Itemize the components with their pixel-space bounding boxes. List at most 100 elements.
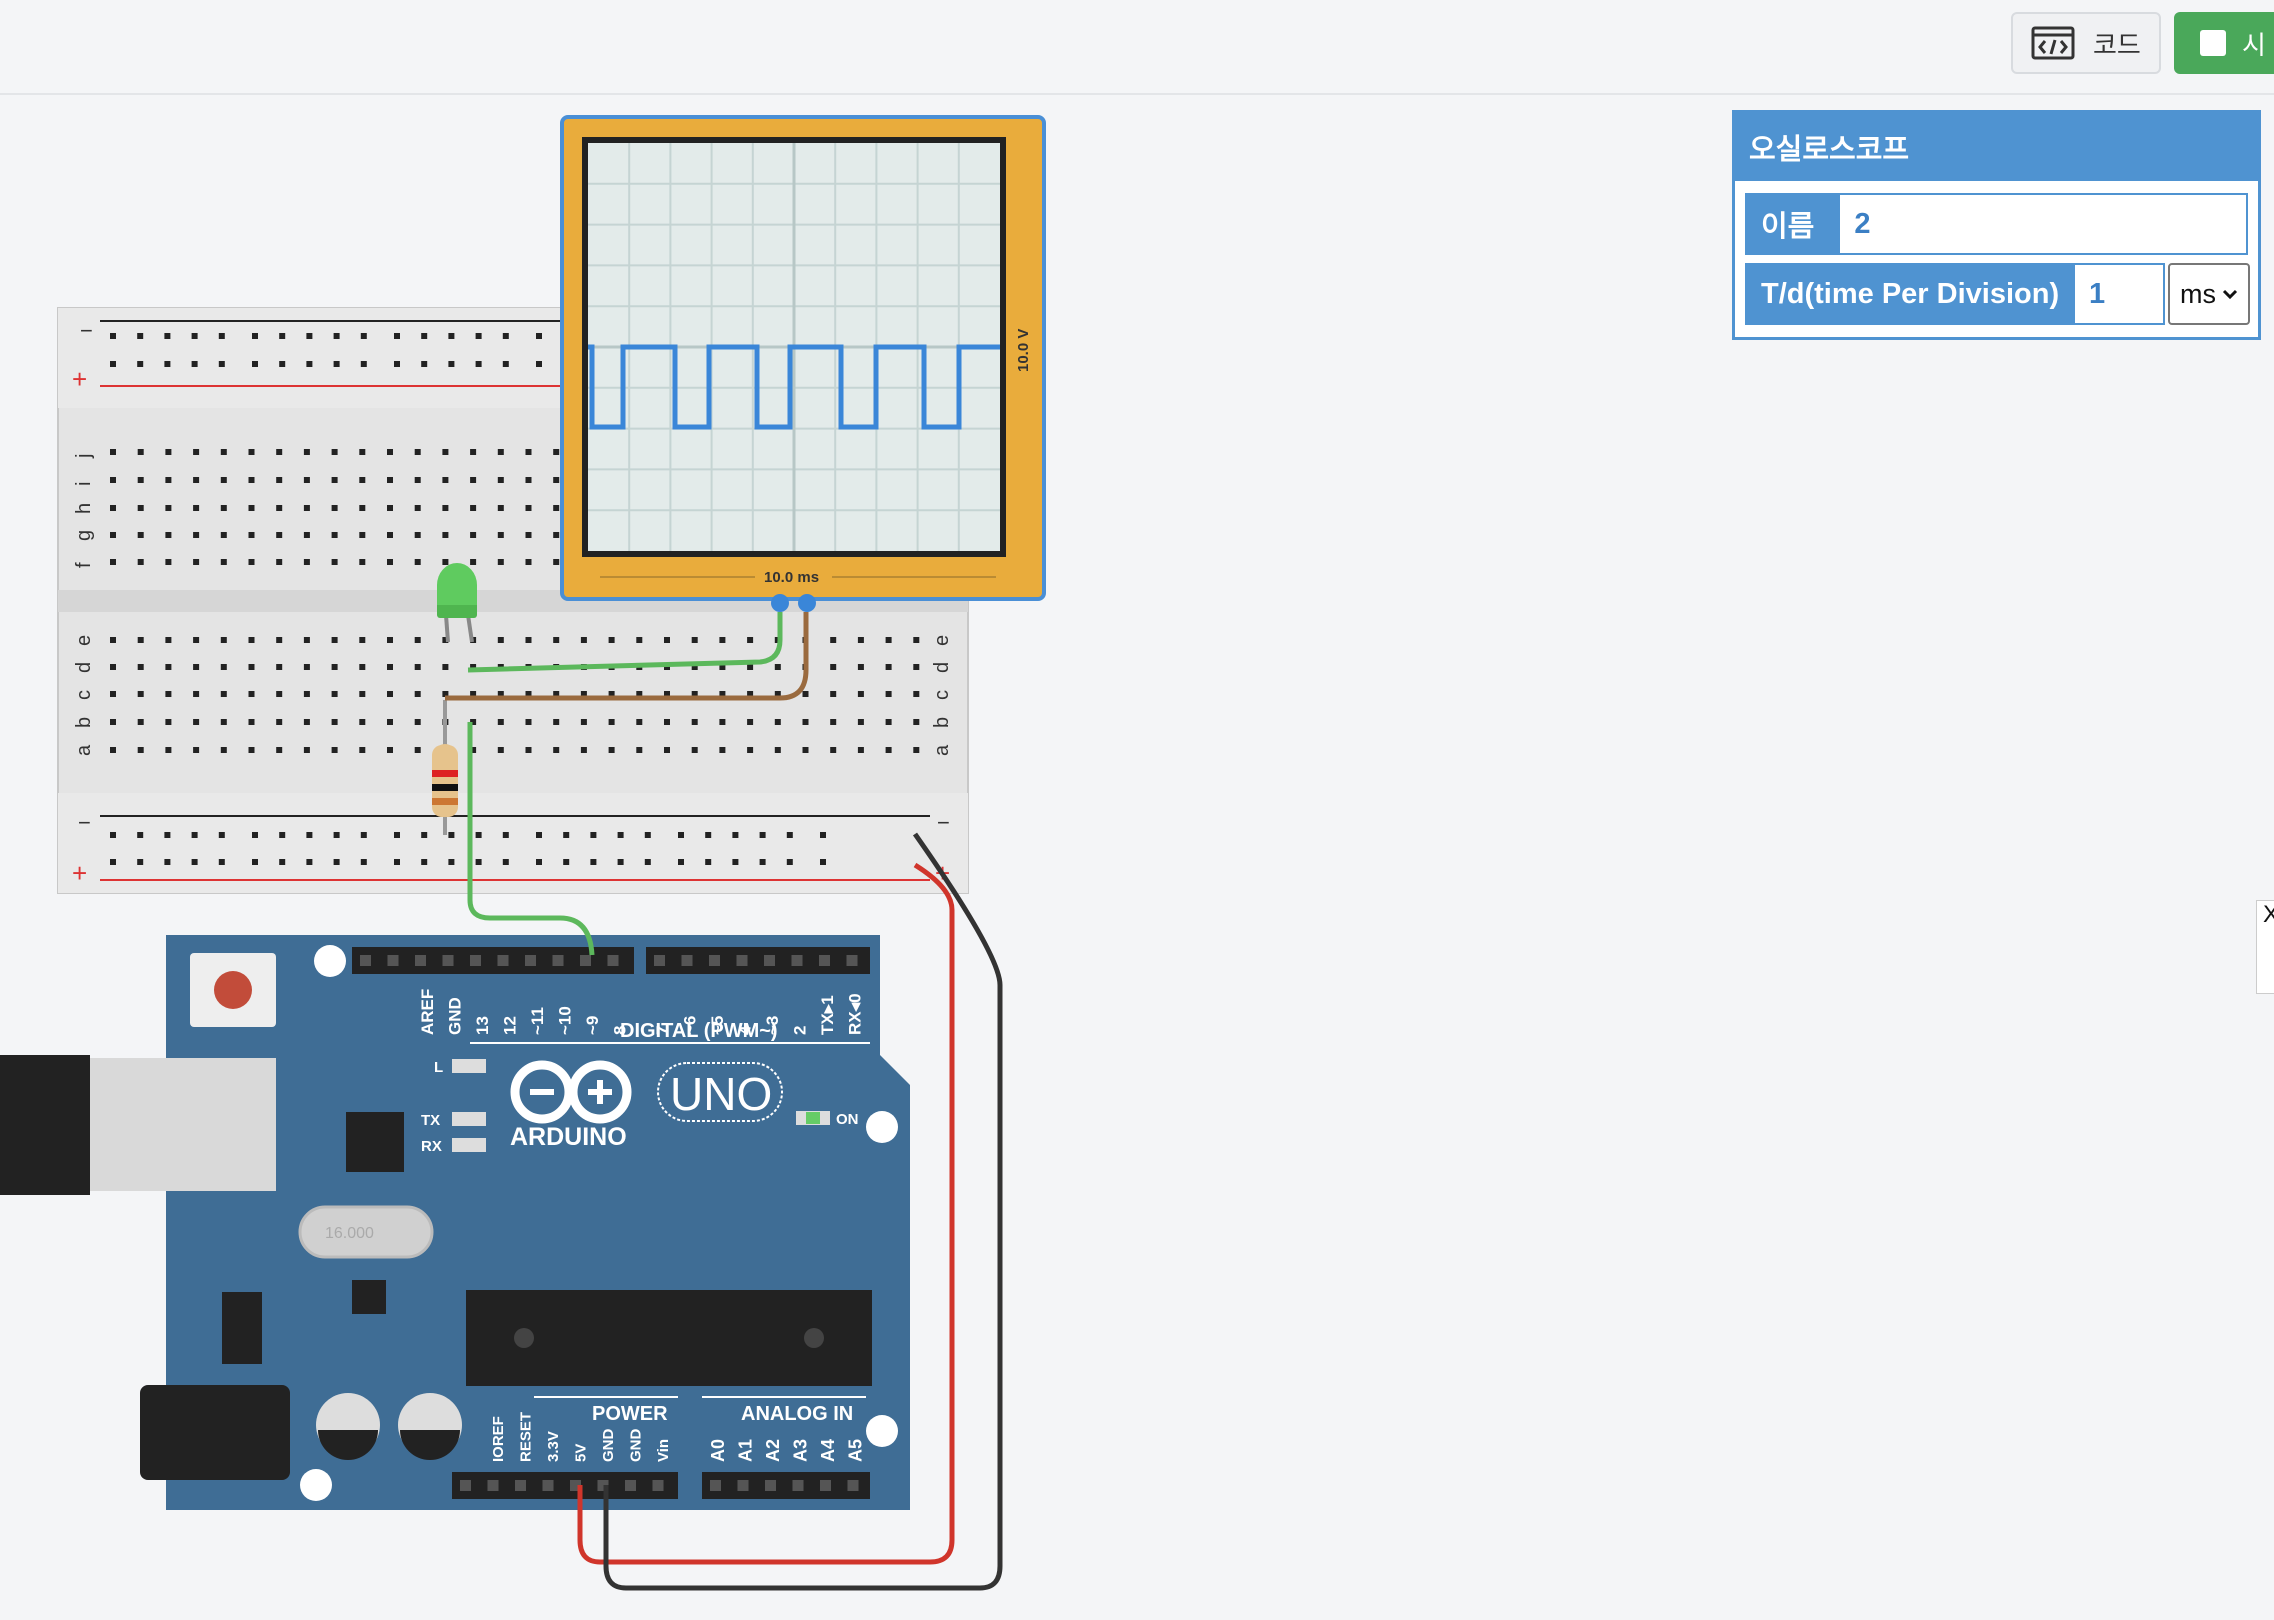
breadboard-hole[interactable] (110, 747, 116, 753)
breadboard-hole[interactable] (331, 747, 338, 753)
breadboard-hole[interactable] (497, 747, 504, 753)
breadboard-hole[interactable] (331, 449, 338, 455)
rail-hole[interactable] (306, 859, 313, 865)
rail-hole[interactable] (536, 832, 542, 838)
breadboard-hole[interactable] (331, 664, 338, 670)
breadboard-hole[interactable] (276, 559, 283, 565)
breadboard-hole[interactable] (885, 664, 892, 670)
breadboard-hole[interactable] (830, 691, 837, 697)
breadboard-hole[interactable] (857, 691, 864, 697)
rail-hole[interactable] (617, 859, 624, 865)
breadboard-hole[interactable] (387, 532, 393, 538)
breadboard-hole[interactable] (774, 719, 781, 725)
breadboard-hole[interactable] (110, 664, 116, 670)
breadboard-hole[interactable] (110, 691, 116, 697)
breadboard-hole[interactable] (525, 691, 532, 697)
header-pin[interactable] (736, 955, 748, 966)
rail-hole[interactable] (306, 361, 313, 367)
breadboard-hole[interactable] (331, 637, 338, 643)
breadboard-hole[interactable] (359, 559, 366, 565)
rail-hole[interactable] (360, 361, 367, 367)
header-pin[interactable] (470, 955, 481, 966)
breadboard-hole[interactable] (525, 637, 532, 643)
breadboard-hole[interactable] (248, 505, 255, 511)
breadboard-hole[interactable] (414, 532, 421, 538)
breadboard-hole[interactable] (220, 532, 227, 538)
breadboard-hole[interactable] (193, 477, 200, 483)
breadboard-hole[interactable] (580, 719, 587, 725)
breadboard-hole[interactable] (220, 559, 227, 565)
resistor[interactable] (432, 700, 458, 835)
rail-hole[interactable] (137, 859, 144, 865)
breadboard-hole[interactable] (303, 637, 310, 643)
side-panel-tab[interactable]: X (2256, 900, 2274, 994)
header-pin[interactable] (681, 955, 693, 966)
rail-hole[interactable] (536, 361, 542, 367)
rail-hole[interactable] (421, 333, 428, 339)
breadboard-hole[interactable] (331, 532, 338, 538)
breadboard-hole[interactable] (110, 532, 116, 538)
breadboard-hole[interactable] (387, 664, 393, 670)
breadboard-hole[interactable] (193, 559, 200, 565)
breadboard-hole[interactable] (913, 637, 920, 643)
breadboard-hole[interactable] (608, 691, 615, 697)
rail-hole[interactable] (164, 859, 171, 865)
breadboard-hole[interactable] (830, 747, 837, 753)
breadboard-hole[interactable] (774, 664, 781, 670)
header-pin[interactable] (497, 955, 509, 966)
breadboard-hole[interactable] (553, 532, 560, 538)
breadboard-hole[interactable] (691, 747, 698, 753)
breadboard-hole[interactable] (497, 719, 504, 725)
rail-hole[interactable] (786, 859, 793, 865)
breadboard-hole[interactable] (636, 719, 643, 725)
breadboard-hole[interactable] (913, 664, 920, 670)
header-pin[interactable] (607, 955, 619, 966)
breadboard-hole[interactable] (359, 477, 366, 483)
breadboard-hole[interactable] (525, 505, 532, 511)
breadboard-hole[interactable] (248, 559, 255, 565)
breadboard-hole[interactable] (110, 637, 116, 643)
breadboard-hole[interactable] (664, 691, 670, 697)
breadboard-hole[interactable] (497, 559, 504, 565)
breadboard-hole[interactable] (636, 747, 643, 753)
breadboard-hole[interactable] (774, 747, 781, 753)
breadboard-hole[interactable] (276, 691, 283, 697)
breadboard-hole[interactable] (276, 532, 283, 538)
breadboard-hole[interactable] (137, 505, 144, 511)
breadboard-hole[interactable] (137, 449, 144, 455)
header-pin[interactable] (765, 1480, 776, 1491)
breadboard-hole[interactable] (691, 637, 698, 643)
breadboard-hole[interactable] (110, 719, 116, 725)
breadboard-hole[interactable] (470, 532, 477, 538)
rail-hole[interactable] (705, 859, 712, 865)
rail-hole[interactable] (360, 333, 367, 339)
breadboard-hole[interactable] (857, 747, 864, 753)
breadboard-hole[interactable] (414, 691, 421, 697)
header-pin[interactable] (737, 1480, 749, 1491)
breadboard-hole[interactable] (359, 691, 366, 697)
header-pin[interactable] (654, 955, 665, 966)
rail-hole[interactable] (306, 832, 313, 838)
breadboard-hole[interactable] (387, 449, 393, 455)
breadboard-hole[interactable] (165, 664, 172, 670)
breadboard-hole[interactable] (165, 449, 172, 455)
breadboard-hole[interactable] (220, 747, 227, 753)
breadboard-hole[interactable] (553, 691, 560, 697)
breadboard-hole[interactable] (525, 719, 532, 725)
breadboard-hole[interactable] (387, 505, 393, 511)
rail-hole[interactable] (759, 859, 766, 865)
breadboard-hole[interactable] (303, 747, 310, 753)
breadboard-hole[interactable] (830, 664, 837, 670)
rail-hole[interactable] (732, 859, 739, 865)
rail-hole[interactable] (252, 859, 258, 865)
breadboard-hole[interactable] (359, 664, 366, 670)
breadboard-hole[interactable] (747, 637, 754, 643)
breadboard-hole[interactable] (165, 747, 172, 753)
breadboard-hole[interactable] (719, 664, 726, 670)
rail-hole[interactable] (759, 832, 766, 838)
header-pin[interactable] (442, 955, 454, 966)
breadboard-hole[interactable] (165, 477, 172, 483)
breadboard-hole[interactable] (691, 664, 698, 670)
breadboard-hole[interactable] (137, 477, 144, 483)
breadboard-hole[interactable] (193, 747, 200, 753)
